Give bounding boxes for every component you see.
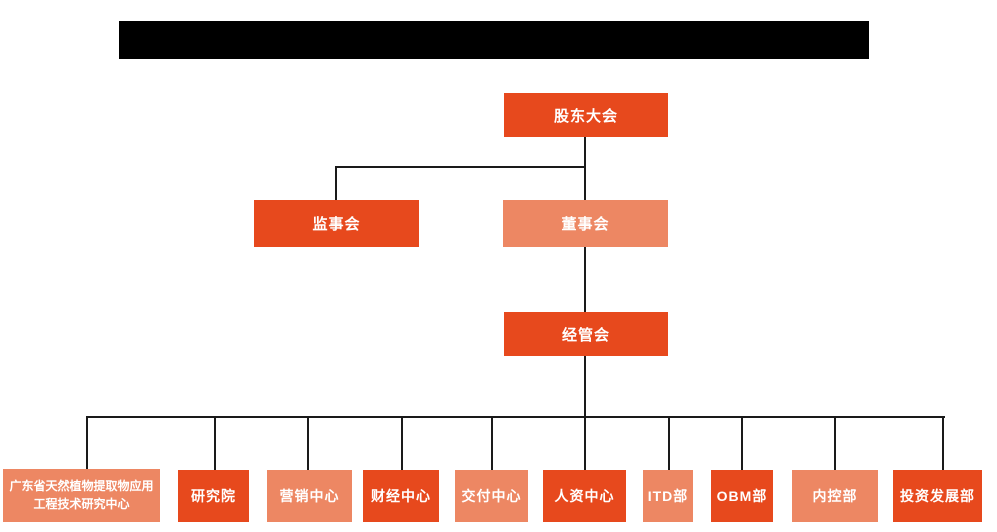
connector-drop-5	[491, 416, 493, 470]
connector-drop-4	[401, 416, 403, 470]
node-management-committee: 经管会	[504, 312, 668, 356]
node-itd-dept: ITD部	[643, 470, 693, 522]
connector-drop-8	[741, 416, 743, 470]
connector-drop-7	[668, 416, 670, 470]
node-investment-development-dept: 投资发展部	[893, 470, 982, 522]
node-shareholders-meeting: 股东大会	[504, 93, 668, 137]
connector-drop-2	[214, 416, 216, 470]
connector-l3-down	[584, 356, 586, 418]
connector-l2-branch	[335, 166, 586, 168]
connector-drop-1	[86, 416, 88, 470]
connector-l2-l3	[584, 247, 586, 312]
node-marketing-center: 营销中心	[267, 470, 352, 522]
node-obm-dept: OBM部	[711, 470, 773, 522]
node-board-of-directors: 董事会	[503, 200, 668, 247]
node-gd-plant-extract-research-center: 广东省天然植物提取物应用工程技术研究中心	[3, 469, 160, 522]
connector-drop-3	[307, 416, 309, 470]
node-internal-control-dept: 内控部	[792, 470, 878, 522]
redacted-title-bar	[119, 21, 869, 59]
connector-drop-6	[584, 416, 586, 470]
connector-drop-9	[834, 416, 836, 470]
connector-l4-bus	[86, 416, 945, 418]
node-research-institute: 研究院	[178, 470, 249, 522]
node-finance-center: 财经中心	[363, 470, 439, 522]
node-supervisory-board: 监事会	[254, 200, 419, 247]
connector-l2-supervisory-drop	[335, 166, 337, 200]
connector-drop-10	[942, 416, 944, 470]
node-hr-center: 人资中心	[543, 470, 626, 522]
node-delivery-center: 交付中心	[455, 470, 528, 522]
connector-l1-down	[584, 137, 586, 200]
